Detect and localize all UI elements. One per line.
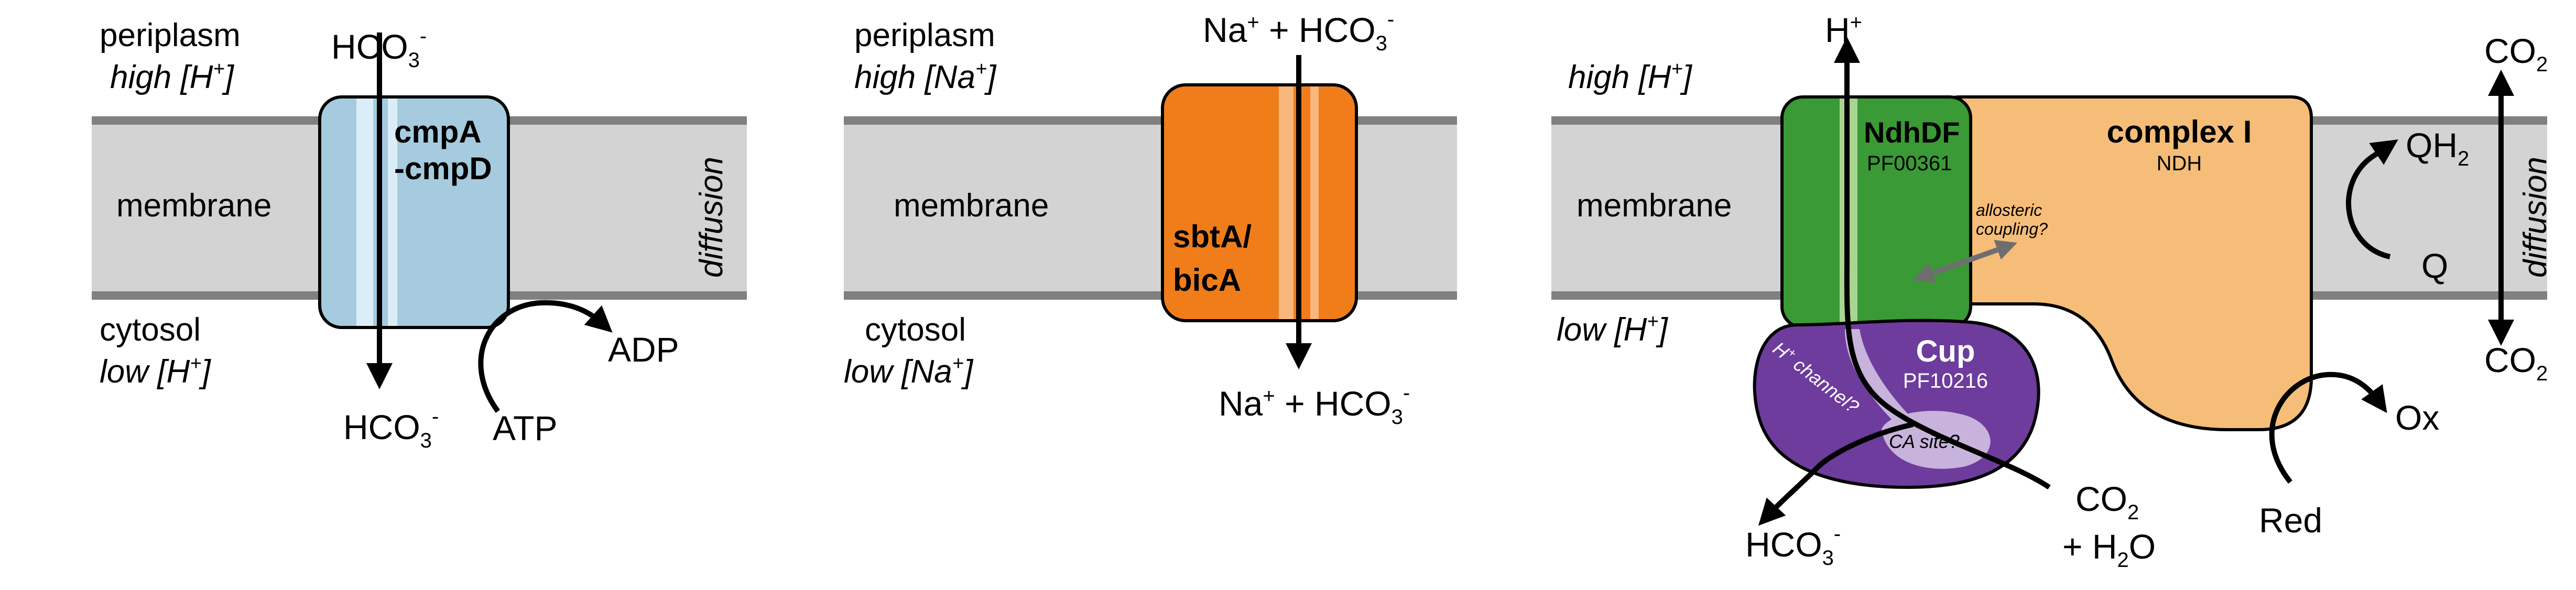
co2-bottom-label: CO2 xyxy=(2484,341,2548,385)
periplasm-label: periplasm xyxy=(100,17,241,53)
diffusion-label: diffusion xyxy=(2517,157,2553,278)
periplasm-label: periplasm xyxy=(854,17,995,53)
low-h-label: low [H+] xyxy=(1557,311,1668,348)
cmp-label-line2: -cmpD xyxy=(394,151,492,186)
panel-ndh-cup: high [H+] membrane low [H+] complex I ND… xyxy=(1551,10,2553,572)
sbt-transporter xyxy=(1161,83,1358,322)
complex-i-label: complex I xyxy=(2107,114,2252,149)
sbt-channel-light xyxy=(1279,86,1294,319)
sbt-label-line2: bicA xyxy=(1173,263,1241,298)
ndhdf-label: NdhDF xyxy=(1864,116,1960,149)
na-hco3-bottom-label: Na+ + HCO3- xyxy=(1219,381,1410,429)
cup-channel-light xyxy=(1845,329,1913,425)
cmp-channel-light-2 xyxy=(388,99,397,326)
hco3-release-arrow xyxy=(1758,422,1914,526)
quinone-reduction-arrow xyxy=(2346,139,2398,259)
h2o-substrate-label: + H2O xyxy=(2062,527,2156,572)
hco3-label: HCO3- xyxy=(1745,522,1841,570)
proton-path-arrow xyxy=(1834,37,2051,490)
membrane-label: membrane xyxy=(894,188,1049,224)
hco3-bottom-label: HCO3- xyxy=(343,405,439,452)
cmp-channel-light xyxy=(356,99,373,326)
co2-top-label: CO2 xyxy=(2484,31,2548,76)
allosteric-label-line2: coupling? xyxy=(1976,220,2048,238)
q-label: Q xyxy=(2421,246,2448,285)
membrane-edge-bottom xyxy=(844,291,1457,300)
atp-label: ATP xyxy=(493,409,557,447)
h-plus-label: H+ xyxy=(1825,10,1862,49)
low-h-label: low [H+] xyxy=(100,353,211,390)
high-h-label: high [H+] xyxy=(1568,58,1693,95)
panel-cmp: periplasm high [H+] membrane cytosol low… xyxy=(92,17,747,452)
atp-hydrolysis-arrow xyxy=(478,300,613,413)
cmp-label-line1: cmpA xyxy=(394,114,482,149)
sbt-channel-light-2 xyxy=(1310,86,1319,319)
cup-id-label: PF10216 xyxy=(1903,369,1988,392)
cytosol-label: cytosol xyxy=(865,312,966,348)
ndhdf-id-label: PF00361 xyxy=(1867,152,1952,175)
high-h-label: high [H+] xyxy=(110,58,235,95)
ox-label: Ox xyxy=(2395,398,2439,437)
red-label: Red xyxy=(2259,501,2322,540)
hco3-top-label: HCO3- xyxy=(331,25,427,72)
na-hco3-top-label: Na+ + HCO3- xyxy=(1203,8,1394,55)
redox-arrow xyxy=(2269,372,2387,484)
membrane-label: membrane xyxy=(1577,188,1732,224)
allosteric-coupling-arrow xyxy=(1912,239,2017,283)
co2-substrate-label: CO2 xyxy=(2075,479,2139,524)
sbt-label-line1: sbtA/ xyxy=(1173,219,1252,254)
membrane-label: membrane xyxy=(116,188,271,224)
qh2-label: QH2 xyxy=(2406,126,2469,170)
allosteric-label-line1: allosteric xyxy=(1976,201,2042,220)
cytosol-label: cytosol xyxy=(100,312,201,348)
high-na-label: high [Na+] xyxy=(854,58,997,95)
adp-label: ADP xyxy=(608,330,679,369)
ndh-label: NDH xyxy=(2157,152,2202,175)
low-na-label: low [Na+] xyxy=(844,353,974,390)
panel-sbt: periplasm high [Na+] membrane cytosol lo… xyxy=(844,8,1457,429)
membrane-edge-top xyxy=(844,116,1457,125)
cup-label: Cup xyxy=(1916,334,1975,368)
diffusion-label: diffusion xyxy=(693,157,730,278)
